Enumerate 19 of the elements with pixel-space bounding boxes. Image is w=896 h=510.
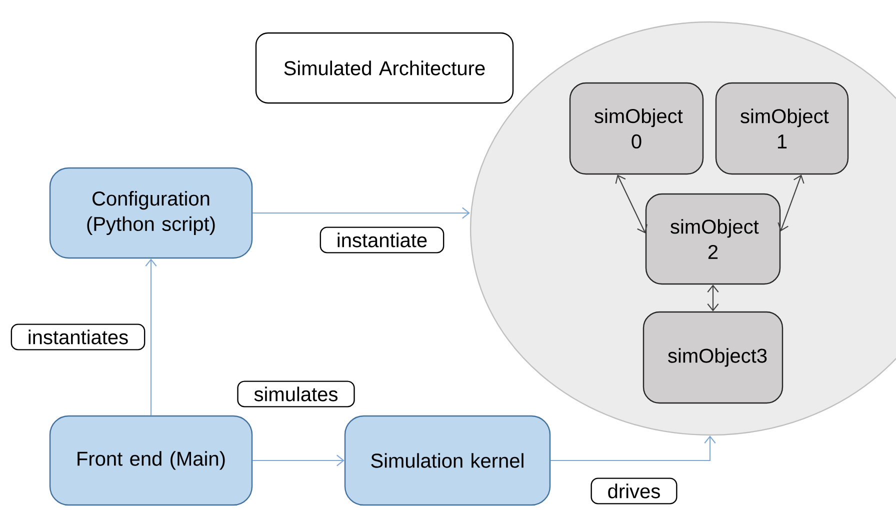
arrow <box>550 436 716 462</box>
process-box: Configuration (Python script) <box>49 167 253 259</box>
edge-label: drives <box>590 478 678 504</box>
process-box: Simulation kernel <box>344 415 551 506</box>
arrow <box>145 258 157 416</box>
arrow <box>252 454 344 466</box>
object-box: simObject3 <box>642 311 784 404</box>
edge-label: instantiates <box>10 324 146 350</box>
object-box: simObject 2 <box>645 193 781 285</box>
object-box: simObject 1 <box>715 82 849 175</box>
arrow <box>252 207 470 219</box>
edge-label: simulates <box>237 380 355 408</box>
arrow <box>615 174 648 234</box>
arrow <box>707 284 719 312</box>
edge-label: instantiate <box>320 226 444 254</box>
object-box: simObject 0 <box>569 82 704 175</box>
text-box: Simulated Architecture <box>255 32 514 104</box>
process-box: Front end (Main) <box>49 415 253 506</box>
arrow <box>778 174 804 232</box>
